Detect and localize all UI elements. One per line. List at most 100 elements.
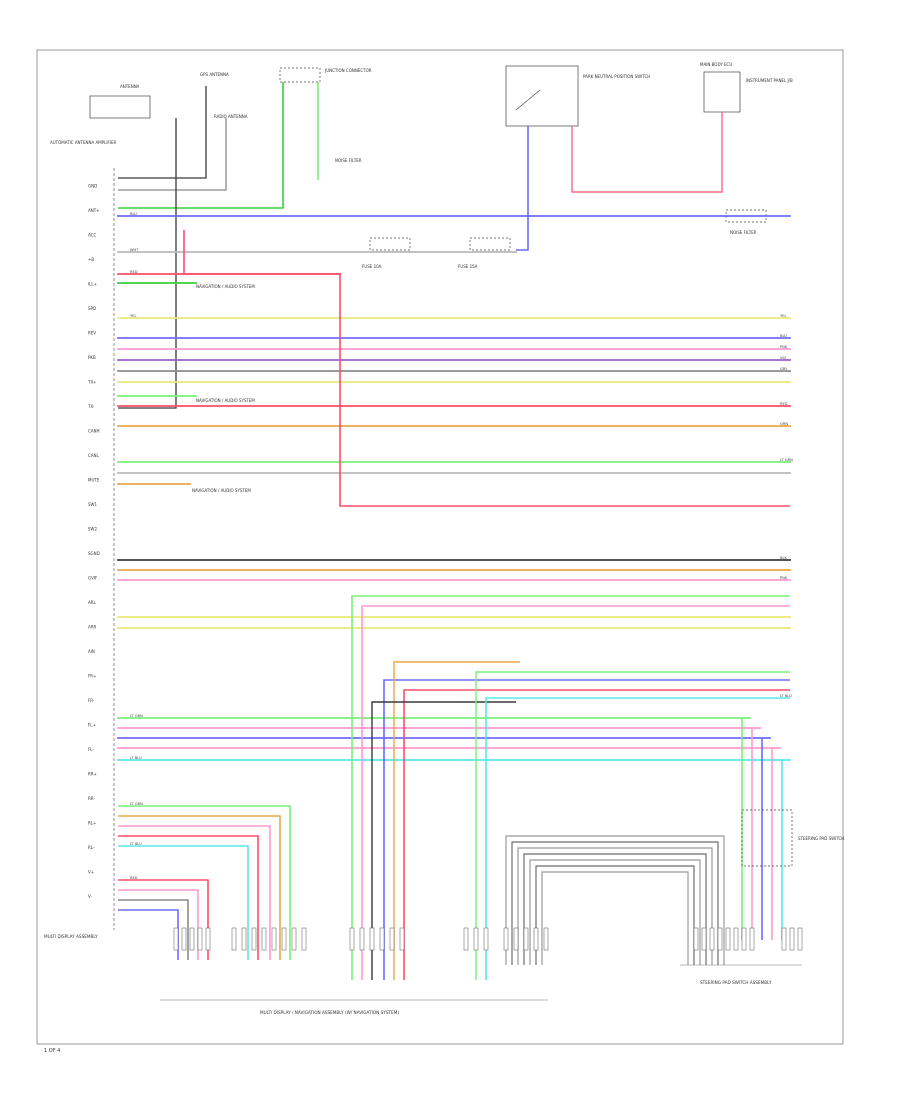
wire-b5 [118, 845, 249, 960]
connector-pin [473, 927, 479, 951]
connector-pin [463, 927, 469, 951]
wire-v-ltblu [485, 697, 790, 980]
connector-pin [181, 927, 187, 951]
wire-tag: YEL [780, 314, 786, 318]
wire-b8 [118, 899, 189, 960]
wire-v-blk [371, 701, 516, 980]
wire-tag: ORN [780, 422, 788, 426]
wire-b2 [118, 815, 281, 960]
page-number: 1 OF 4 [44, 1048, 60, 1054]
wire-v-blu [383, 679, 790, 980]
antenna-amplifier: AUTOMATIC ANTENNA AMPLIFIER ANTENNA GPS … [50, 72, 248, 145]
main-body-ecu: MAIN BODY ECU INSTRUMENT PANEL J/B [700, 62, 793, 113]
connector-pin [749, 927, 755, 951]
pin-label: PKB [88, 355, 96, 360]
instrument-panel-label: INSTRUMENT PANEL J/B [746, 78, 793, 83]
pin-label: TX+ [87, 380, 97, 385]
pin-label: RR+ [88, 772, 97, 777]
connector-pin [523, 927, 529, 951]
pin-label: RL+ [88, 821, 96, 826]
wire-tag: PNK [780, 576, 788, 580]
wire-tag: BLU [130, 212, 137, 216]
connector-pin [533, 927, 539, 951]
pin-label: V- [88, 894, 93, 899]
wire-tag: LT GRN [130, 802, 143, 806]
pin-label: REV [88, 331, 96, 336]
connector-pin [189, 927, 195, 951]
connector-pin [741, 927, 747, 951]
wire-v-pnk [361, 605, 790, 980]
wire-blk-shield [118, 118, 177, 409]
wire-b3 [118, 825, 271, 960]
wire-blk-ant [118, 86, 207, 179]
pin-label: FR+ [88, 674, 96, 679]
note-1: NAVIGATION / AUDIO SYSTEM [196, 284, 255, 289]
note-2: NAVIGATION / AUDIO SYSTEM [196, 398, 255, 403]
fuses: FUSE 10A FUSE 15A NOISE FILTER [362, 209, 767, 269]
pin-label: ARL [88, 600, 97, 605]
pin-label: SW1 [88, 502, 97, 507]
wire-b1 [118, 805, 291, 960]
wire-grn-top [118, 82, 284, 209]
pin-label: FR- [88, 698, 95, 703]
connector-pin [359, 927, 365, 951]
wire-tag: LT BLU [130, 842, 142, 846]
connector-pin [725, 927, 731, 951]
wire-b6 [118, 879, 209, 960]
page-frame [36, 49, 844, 1045]
connector-pin [483, 927, 489, 951]
steering-caption: STEERING PAD SWITCH ASSEMBLY [700, 980, 772, 985]
connector-pin [369, 927, 375, 951]
connector-pin [709, 927, 715, 951]
pin-label: GND [88, 184, 97, 189]
pin-label: SW2 [88, 527, 97, 532]
connector-pin [389, 927, 395, 951]
pin-label: CANH [88, 429, 100, 434]
wire-tag: LT GRN [130, 714, 143, 718]
wire-tag: BLU [780, 334, 787, 338]
connector-pin [379, 927, 385, 951]
connector-pin [781, 927, 787, 951]
wire-bundle-0 [505, 835, 725, 965]
pin-label: +B [88, 257, 94, 262]
connector-pin [513, 927, 519, 951]
pin-label: CANL [88, 453, 100, 458]
wire-v-red [403, 689, 790, 980]
junction-label: JUNCTION CONNECTOR [324, 68, 372, 73]
wire-red-pns [571, 112, 723, 193]
main-body-ecu-label: MAIN BODY ECU [700, 62, 732, 67]
wire-tag: VIO [780, 356, 787, 360]
antenna-amp-label: AUTOMATIC ANTENNA AMPLIFIER [50, 140, 117, 145]
connector-pin [281, 927, 287, 951]
connector-pin [231, 927, 237, 951]
wire-tag: RED [130, 270, 138, 274]
connector-pin [197, 927, 203, 951]
connector-pin [291, 927, 297, 951]
connector-pin [503, 927, 509, 951]
connector-pin [693, 927, 699, 951]
connector-pin [797, 927, 803, 951]
wire-tag: GRY [780, 367, 788, 371]
wire-blu-pns [516, 126, 529, 251]
pin-label: ILL+ [88, 282, 97, 287]
pin-label: ACC [88, 233, 96, 238]
wire-bundle-4 [529, 859, 701, 965]
pin-label: FL+ [88, 723, 96, 728]
wire-tag: BLK [780, 556, 787, 560]
left-pin-labels: GNDANT+ACC+BILL+SPDREVPKBTX+TX-CANHCANLM… [87, 184, 100, 900]
pin-label: RL- [88, 845, 95, 850]
note-3: NAVIGATION / AUDIO SYSTEM [192, 488, 251, 493]
multi-display-caption: MULTI DISPLAY / NAVIGATION ASSEMBLY (W/ … [260, 1010, 399, 1015]
connector-pin [251, 927, 257, 951]
wire-v-orn [393, 661, 520, 980]
wire-bundle-3 [523, 853, 707, 965]
radio-antenna-label: RADIO ANTENNA [214, 114, 248, 119]
pin-label: RR- [88, 796, 95, 801]
pin-label: FL- [88, 747, 94, 752]
connector-pin [543, 927, 549, 951]
wire-tag: WHT [130, 248, 139, 252]
pin-label: SGND [88, 551, 100, 556]
connector-pin [301, 927, 307, 951]
